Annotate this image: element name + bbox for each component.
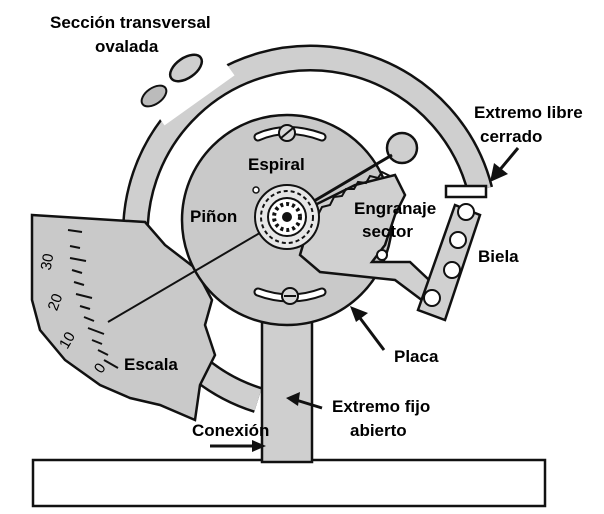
label-spiral: Espiral <box>248 155 305 174</box>
label-open-end-line1: Extremo fijo <box>332 397 430 416</box>
bottom-slot <box>253 287 327 305</box>
spiral-pin <box>252 186 260 194</box>
scale-number-20: 20 <box>45 291 67 312</box>
oval-cross-section <box>168 53 204 83</box>
arrows <box>210 147 520 452</box>
link-rod <box>416 203 482 322</box>
label-scale: Escala <box>124 355 178 374</box>
scale-number-10: 10 <box>56 329 79 352</box>
scale-ticks <box>67 229 119 369</box>
label-gear-line2: sector <box>362 222 413 241</box>
label-closed-end-line2: cerrado <box>480 127 542 146</box>
closed-free-end-cap <box>444 184 488 199</box>
label-gear-line1: Engranaje <box>354 199 436 218</box>
label-oval-section-line1: Sección transversal <box>50 13 211 32</box>
label-plate: Placa <box>394 347 439 366</box>
base-block <box>31 458 547 508</box>
pointer-knob <box>385 131 419 165</box>
label-pinion: Piñon <box>190 207 237 226</box>
label-closed-end-line1: Extremo libre <box>474 103 583 122</box>
label-oval-section-line2: ovalada <box>95 37 159 56</box>
pinion <box>254 184 320 250</box>
scale-number-30: 30 <box>38 252 58 271</box>
top-slot <box>253 124 327 142</box>
label-open-end-line2: abierto <box>350 421 407 440</box>
label-connection: Conexión <box>192 421 269 440</box>
scale: 30 20 10 0 <box>30 213 217 422</box>
pointer-needle-long <box>107 216 288 323</box>
label-link: Biela <box>478 247 519 266</box>
